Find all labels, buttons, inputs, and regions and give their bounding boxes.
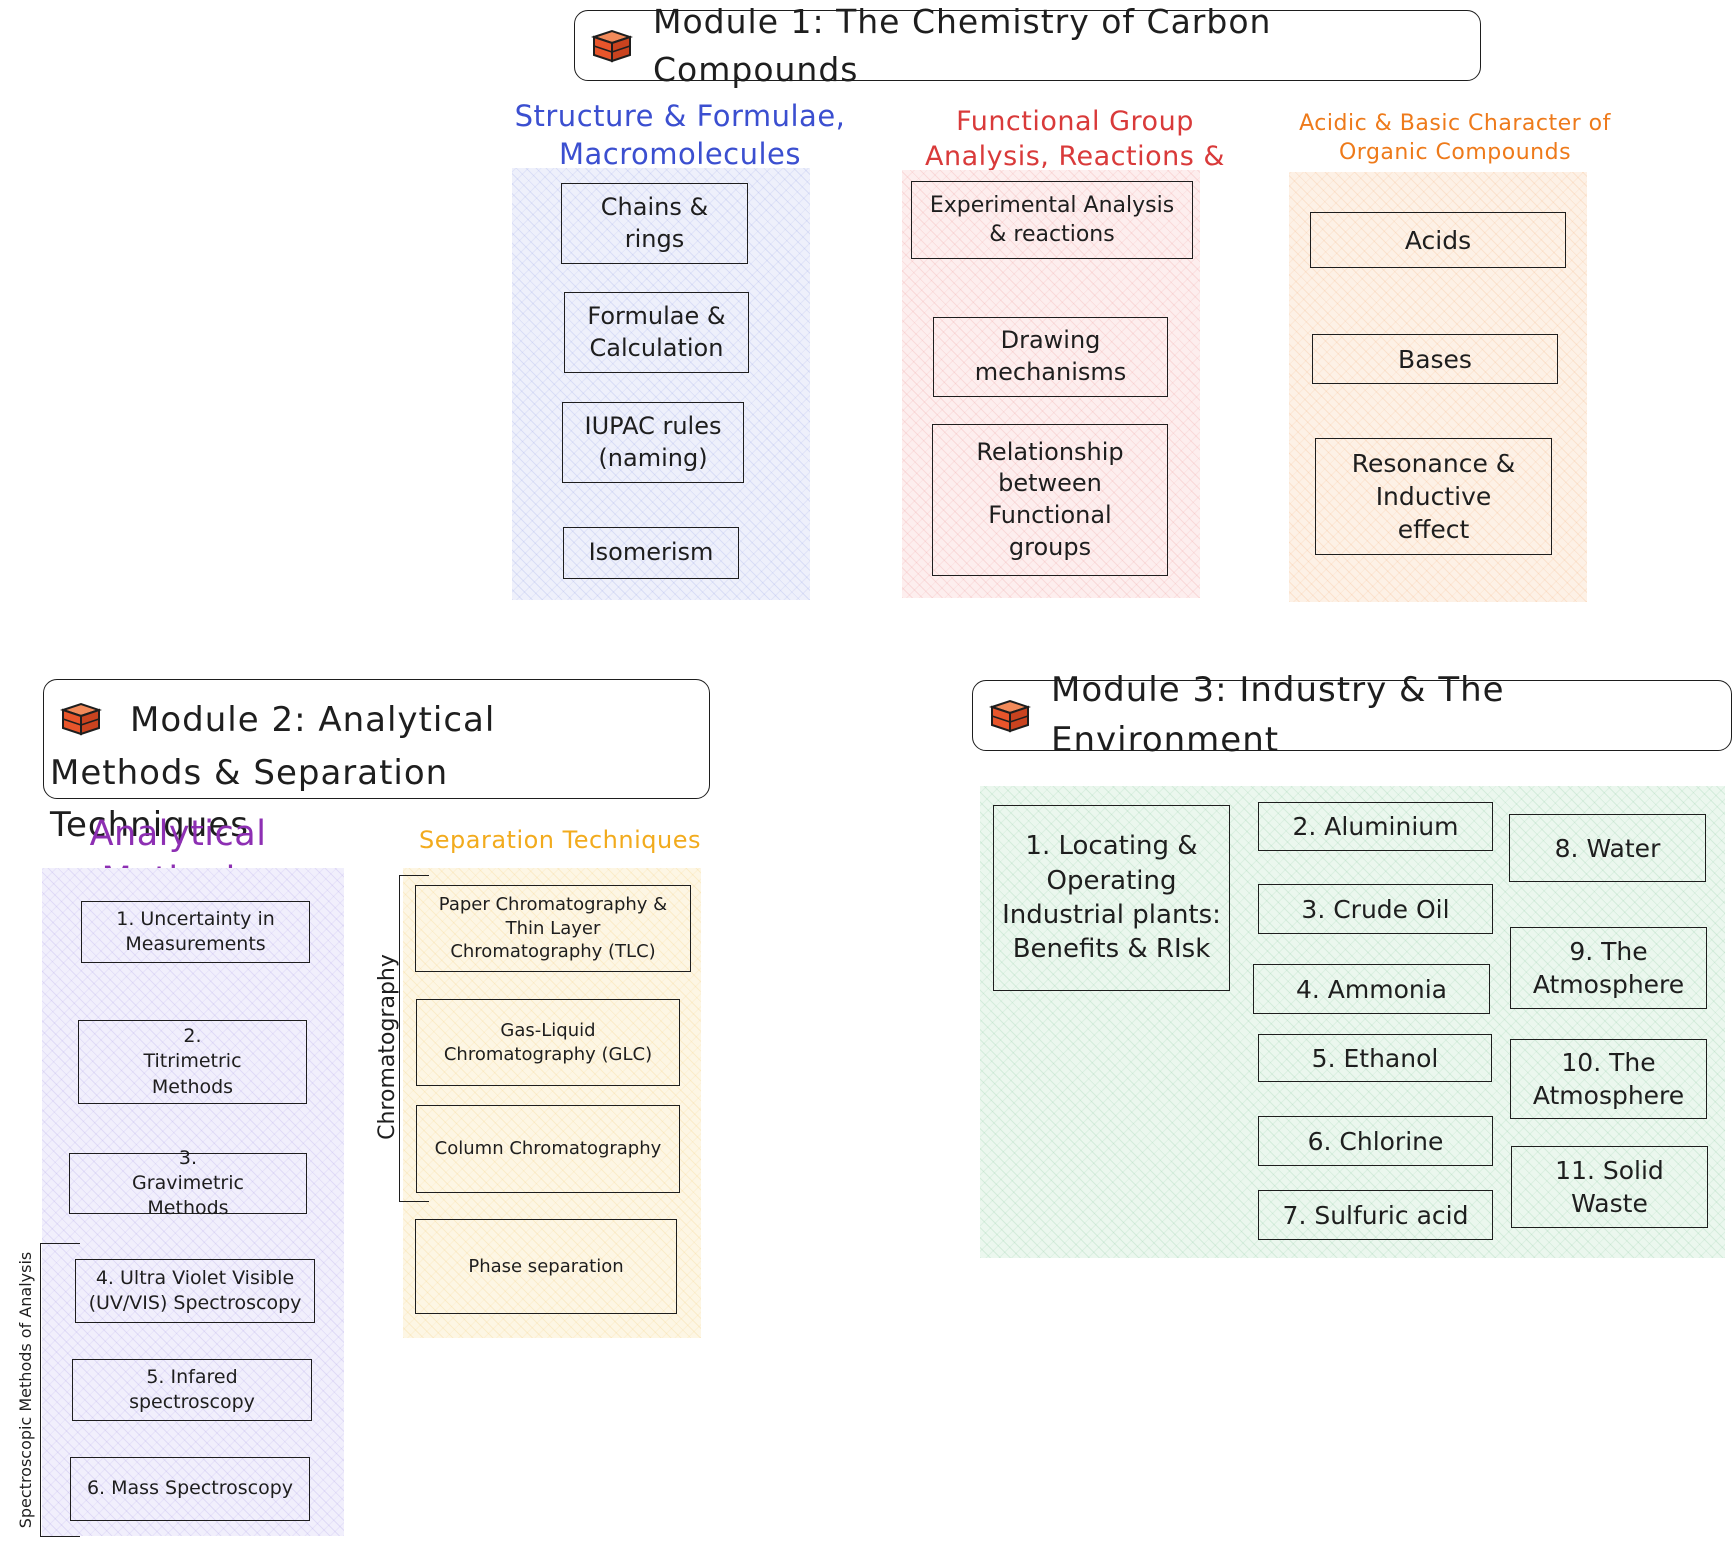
industry-item: 2. Aluminium xyxy=(1258,802,1493,851)
separation-item: Gas-Liquid Chromatography (GLC) xyxy=(416,999,680,1086)
industry-item: 6. Chlorine xyxy=(1258,1116,1493,1166)
industry-item: 1. Locating & Operating Industrial plant… xyxy=(993,805,1230,991)
spectroscopic-bracket xyxy=(40,1243,80,1537)
separation-heading: Separation Techniques xyxy=(419,826,701,854)
module3-title: Module 3: Industry & The Environment xyxy=(1051,670,1505,760)
structure-item: Formulae & Calculation xyxy=(564,292,749,373)
industry-item: 10. The Atmosphere xyxy=(1510,1039,1707,1119)
brick-icon xyxy=(591,29,633,62)
separation-item: Column Chromatography xyxy=(416,1105,680,1193)
separation-item: Phase separation xyxy=(415,1219,677,1314)
functional-item: Relationship between Functional groups xyxy=(932,424,1168,576)
spectroscopic-label: Spectroscopic Methods of Analysis xyxy=(16,1251,35,1529)
analytical-item: 6. Mass Spectroscopy xyxy=(70,1457,310,1521)
brick-icon xyxy=(60,702,102,736)
brick-icon xyxy=(989,699,1031,732)
industry-item: 11. Solid Waste xyxy=(1511,1146,1708,1228)
acidic-region xyxy=(1289,172,1587,602)
module3-title-box: Module 3: Industry & The Environment xyxy=(972,670,1732,760)
industry-item: 9. The Atmosphere xyxy=(1510,927,1707,1009)
module2-title-box: Module 2: Analytical Methods & Separatio… xyxy=(43,679,710,845)
module1-title-box: Module 1: The Chemistry of Carbon Compou… xyxy=(574,2,1481,89)
acidic-heading: Acidic & Basic Character of Organic Comp… xyxy=(1299,111,1611,165)
structure-item: IUPAC rules (naming) xyxy=(562,402,744,483)
analytical-region xyxy=(42,868,344,1536)
analytical-item: 1. Uncertainty in Measurements xyxy=(81,901,310,963)
industry-item: 7. Sulfuric acid xyxy=(1258,1190,1493,1240)
functional-region xyxy=(902,170,1200,598)
structure-item: Isomerism xyxy=(563,527,739,579)
industry-item: 3. Crude Oil xyxy=(1258,884,1493,934)
chromatography-bracket xyxy=(399,875,429,1202)
module2-title: Module 2: Analytical Methods & Separatio… xyxy=(50,700,496,846)
acidic-item: Bases xyxy=(1312,334,1558,384)
functional-item: Experimental Analysis & reactions xyxy=(911,181,1193,259)
industry-item: 4. Ammonia xyxy=(1253,964,1490,1014)
structure-heading: Structure & Formulae, Macromolecules xyxy=(514,99,846,171)
analytical-item: 5. Infared spectroscopy xyxy=(72,1359,312,1421)
analytical-item: 4. Ultra Violet Visible (UV/VIS) Spectro… xyxy=(75,1259,315,1323)
functional-item: Drawing mechanisms xyxy=(933,317,1168,397)
acidic-item: Resonance & Inductive effect xyxy=(1315,438,1552,555)
structure-item: Chains & rings xyxy=(561,183,748,264)
industry-item: 5. Ethanol xyxy=(1258,1034,1492,1082)
chromatography-label: Chromatography xyxy=(375,954,400,1140)
separation-item: Paper Chromatography & Thin Layer Chroma… xyxy=(415,885,691,972)
analytical-item: 3. Gravimetric Methods xyxy=(69,1147,307,1219)
acidic-item: Acids xyxy=(1310,212,1566,268)
analytical-item: 2. Titrimetric Methods xyxy=(78,1020,307,1104)
module1-title: Module 1: The Chemistry of Carbon Compou… xyxy=(653,1,1272,89)
industry-item: 8. Water xyxy=(1509,814,1706,882)
industry-region xyxy=(980,786,1725,1258)
separation-region xyxy=(403,868,701,1338)
